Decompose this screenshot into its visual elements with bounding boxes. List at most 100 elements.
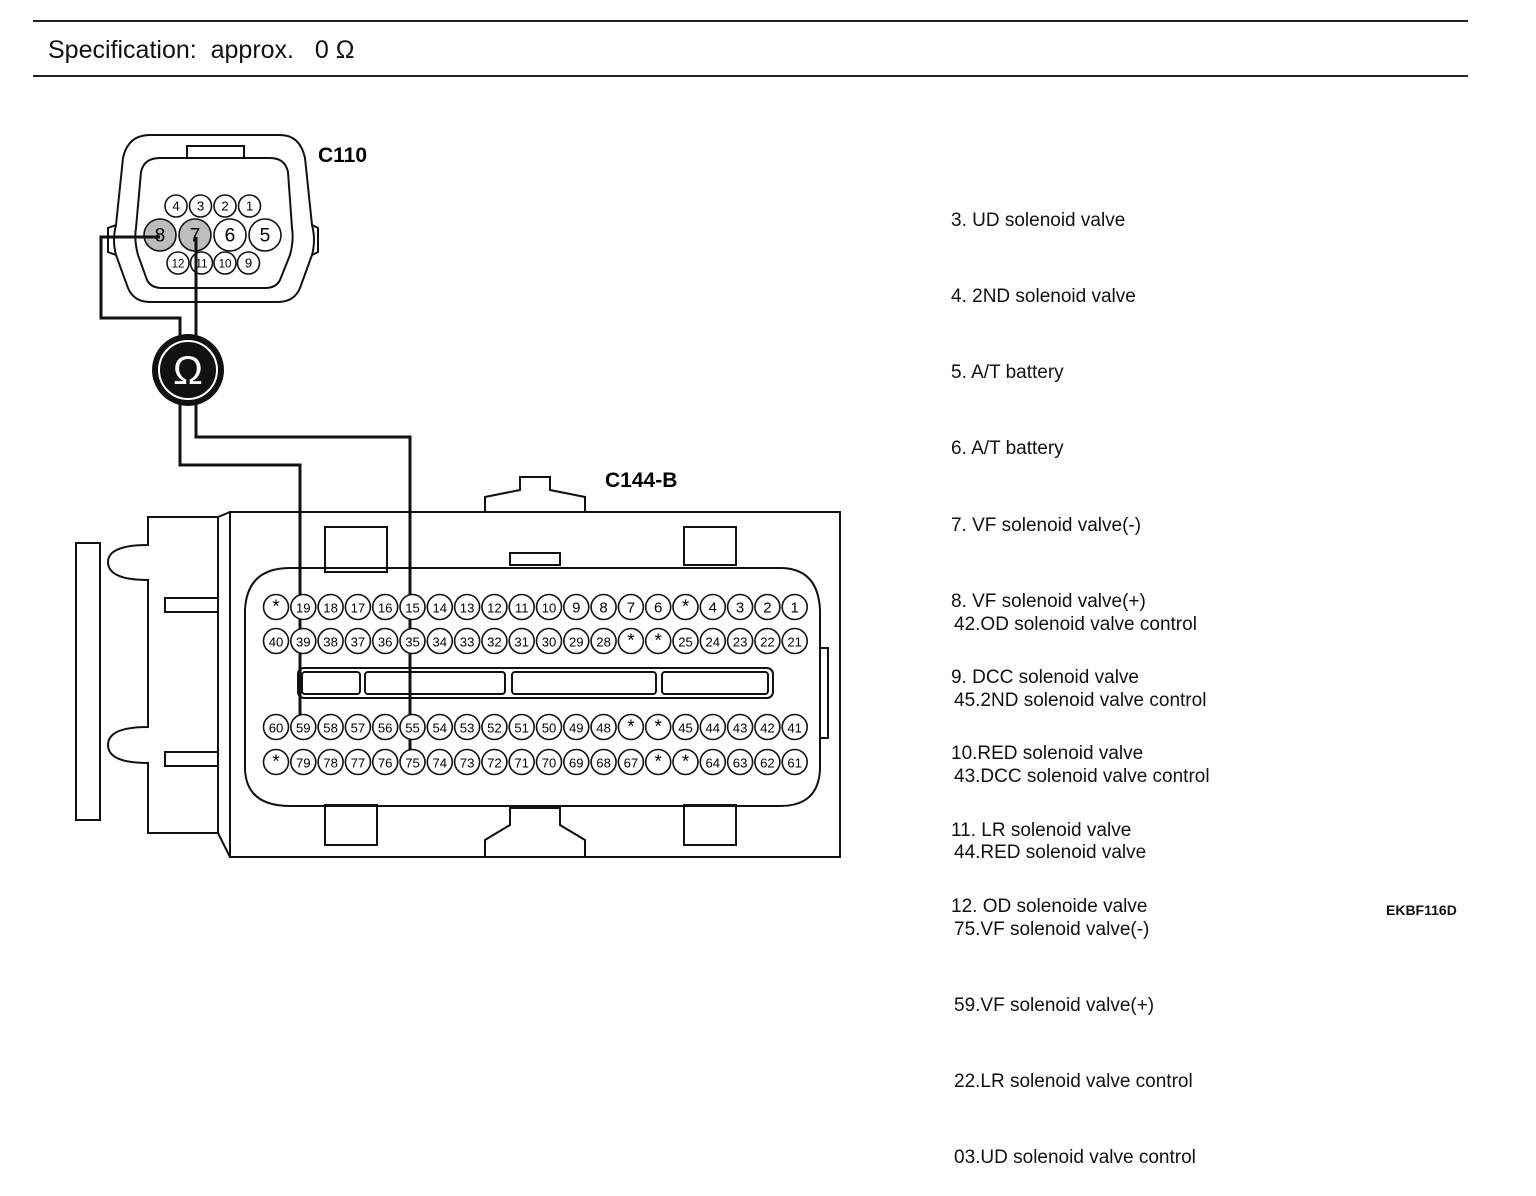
pin-socket bbox=[237, 194, 262, 218]
pin-number: * bbox=[272, 595, 279, 616]
pin-number: 48 bbox=[596, 720, 611, 735]
pin-number: 3 bbox=[197, 199, 204, 214]
pin-unused: * bbox=[672, 748, 699, 776]
legend-item: 3. UD solenoid valve bbox=[951, 209, 1126, 231]
pin-socket bbox=[781, 748, 809, 776]
pin-64: 64 bbox=[699, 748, 727, 776]
pin-62: 62 bbox=[754, 748, 781, 776]
pin-number: 29 bbox=[569, 634, 584, 649]
pin-71: 71 bbox=[508, 748, 536, 776]
pin-number: * bbox=[655, 629, 662, 650]
pin-number: 61 bbox=[787, 755, 802, 770]
legend-item: 8. VF solenoid valve(+) bbox=[951, 590, 1146, 612]
pin-number: 9 bbox=[572, 599, 580, 616]
pin-number: 71 bbox=[514, 755, 529, 770]
pin-37: 37 bbox=[344, 627, 372, 655]
pin-number: 44 bbox=[706, 720, 721, 735]
pin-3: 3 bbox=[726, 593, 754, 621]
pin-number: 3 bbox=[736, 599, 744, 616]
pin-54: 54 bbox=[426, 713, 454, 741]
pin-socket bbox=[262, 713, 290, 741]
pin-socket bbox=[562, 713, 590, 741]
pin-number: 11 bbox=[196, 259, 208, 271]
pin-socket bbox=[617, 713, 645, 741]
pin-number: 41 bbox=[787, 720, 802, 735]
pin-number: 42 bbox=[760, 720, 775, 735]
pin-number: 4 bbox=[172, 199, 179, 214]
legend-item: 9. DCC solenoid valve bbox=[951, 667, 1139, 689]
c144b-body bbox=[229, 511, 841, 858]
legend-item: 44.RED solenoid valve bbox=[954, 842, 1147, 864]
pin-socket bbox=[726, 713, 754, 741]
legend-item: 12. OD solenoide valve bbox=[951, 895, 1148, 917]
pin-number: 13 bbox=[460, 600, 475, 615]
pin-number: 1 bbox=[246, 199, 253, 214]
pin-socket bbox=[248, 218, 282, 252]
lead-to-c110-pin-8 bbox=[99, 235, 182, 350]
pin-socket bbox=[399, 593, 426, 621]
pin-56: 56 bbox=[371, 713, 399, 741]
pin-socket bbox=[399, 748, 426, 776]
pin-35: 35 bbox=[399, 627, 426, 655]
pin-number: 69 bbox=[569, 755, 584, 770]
pin-number: * bbox=[627, 629, 634, 650]
pin-number: * bbox=[655, 750, 662, 771]
pin-socket bbox=[481, 627, 508, 655]
pin-socket bbox=[453, 627, 481, 655]
c144b-key-bottom-left bbox=[324, 804, 378, 846]
c144b-pin-cavity bbox=[244, 567, 821, 807]
pin-73: 73 bbox=[453, 748, 481, 776]
pin-socket bbox=[617, 627, 645, 655]
pin-16: 16 bbox=[371, 593, 399, 621]
c144b-mounting-flange bbox=[106, 516, 218, 834]
c144b-rib-segment-3 bbox=[511, 671, 657, 695]
pin-number: 50 bbox=[542, 720, 557, 735]
ohmmeter: Ω bbox=[152, 334, 224, 406]
pin-59: 59 bbox=[289, 713, 317, 741]
legend-item: 7. VF solenoid valve(-) bbox=[951, 514, 1142, 536]
pin-socket bbox=[617, 593, 645, 621]
pin-number: 30 bbox=[542, 634, 557, 649]
pin-socket bbox=[590, 748, 617, 776]
pin-number: * bbox=[272, 750, 279, 771]
pin-socket bbox=[213, 251, 237, 275]
pin-socket bbox=[426, 713, 454, 741]
pin-number: 72 bbox=[487, 755, 502, 770]
pin-number: 68 bbox=[596, 755, 611, 770]
c110-pin-legend: 3. UD solenoid valve 4. 2ND solenoid val… bbox=[951, 157, 1147, 945]
pin-number: 4 bbox=[709, 599, 717, 616]
c144b-top-latch bbox=[484, 476, 586, 512]
pin-number: 58 bbox=[323, 720, 338, 735]
figure-code: EKBF116D bbox=[1386, 902, 1457, 918]
pin-number: 12 bbox=[172, 259, 185, 271]
pin-socket bbox=[754, 748, 781, 776]
pin-4: 4 bbox=[699, 593, 727, 621]
pin-9: 9 bbox=[562, 593, 590, 621]
pin-socket bbox=[535, 748, 563, 776]
pin-socket bbox=[699, 627, 727, 655]
pin-socket bbox=[213, 218, 247, 252]
legend-item: 4. 2ND solenoid valve bbox=[951, 286, 1136, 308]
pin-socket bbox=[781, 593, 809, 621]
pin-63: 63 bbox=[726, 748, 754, 776]
pin-41: 41 bbox=[781, 713, 809, 741]
ohmmeter-body bbox=[152, 334, 224, 406]
pin-number: 54 bbox=[433, 720, 448, 735]
pin-number: 10 bbox=[542, 600, 557, 615]
pin-socket bbox=[754, 713, 781, 741]
pin-number: 1 bbox=[791, 599, 799, 616]
pin-7: 7 bbox=[617, 593, 645, 621]
pin-38: 38 bbox=[317, 627, 344, 655]
pin-socket bbox=[399, 627, 426, 655]
pin-75: 75 bbox=[399, 748, 426, 776]
pin-39: 39 bbox=[289, 627, 317, 655]
pin-socket bbox=[188, 194, 213, 218]
c144b-label: C144-B bbox=[605, 469, 677, 492]
legend-item: 5. A/T battery bbox=[951, 362, 1064, 384]
pin-socket bbox=[371, 748, 399, 776]
pin-socket bbox=[143, 218, 177, 252]
pin-number: 57 bbox=[351, 720, 366, 735]
pin-40: 40 bbox=[262, 627, 290, 655]
pin-socket bbox=[317, 713, 344, 741]
pin-5: 5 bbox=[248, 218, 282, 252]
